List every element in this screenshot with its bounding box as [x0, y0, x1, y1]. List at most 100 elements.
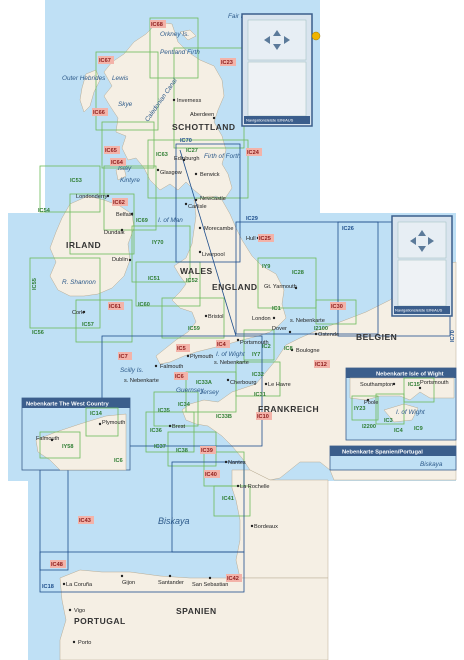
city-dot — [168, 574, 172, 578]
navigation-widget-top[interactable]: Navigationsleiste EIN/AUS — [241, 13, 313, 127]
code-iy9[interactable]: IY9 — [262, 264, 270, 270]
city-dot — [186, 354, 190, 358]
code-ic70-right[interactable]: IC70 — [450, 330, 456, 342]
code-i2100[interactable]: I2100 — [314, 326, 328, 332]
label-lewis: Lewis — [112, 75, 129, 82]
city-dot — [392, 382, 396, 386]
code-ic1[interactable]: IC1 — [272, 306, 281, 312]
nav-arrows-icon[interactable] — [264, 30, 290, 50]
code-ic66[interactable]: IC66 — [93, 110, 105, 116]
code-ic36[interactable]: IC36 — [150, 428, 162, 434]
city-edinburgh: Edinburgh — [174, 156, 200, 162]
code-ic37[interactable]: IC37 — [154, 444, 166, 450]
chart-box — [175, 143, 241, 263]
code-ic67[interactable]: IC67 — [99, 58, 111, 64]
code-ic2[interactable]: IC2 — [262, 344, 271, 350]
code-iy7[interactable]: IY7 — [252, 352, 260, 358]
city-dover: Dover — [272, 326, 287, 332]
code-ic5[interactable]: IC5 — [177, 346, 186, 352]
code-ic59[interactable]: IC59 — [188, 326, 200, 332]
inset-code-i2200[interactable]: I2200 — [362, 424, 376, 430]
inset-city-poole: Poole — [364, 400, 378, 406]
code-ic68[interactable]: IC68 — [151, 22, 163, 28]
nav-caption[interactable]: Navigationsleiste EIN/AUS — [246, 118, 294, 123]
code-ic52[interactable]: IC52 — [186, 278, 198, 284]
inset-isle-of-wight[interactable]: Nebenkarte Isle of Wight IC15 IY23 IC3 I… — [345, 367, 457, 441]
code-ic25[interactable]: IC25 — [259, 236, 271, 242]
code-ic31[interactable]: IC31 — [254, 392, 266, 398]
inset-header — [330, 446, 456, 456]
code-ic30[interactable]: IC30 — [331, 304, 343, 310]
code-ic4[interactable]: IC4 — [217, 342, 227, 348]
code-ic27[interactable]: IC27 — [186, 148, 198, 154]
inset-code-ic6[interactable]: IC6 — [114, 458, 123, 464]
inset-code-iy23[interactable]: IY23 — [354, 406, 366, 412]
code-ic55[interactable]: IC55 — [32, 278, 38, 290]
city-falmouth: Falmouth — [160, 364, 183, 370]
navigation-widget-mid[interactable]: Navigationsleiste EIN/AUS — [391, 215, 453, 317]
code-ic43[interactable]: IC43 — [79, 518, 91, 524]
code-red-bg — [246, 148, 262, 156]
label-isle-of-man: I. of Man — [158, 217, 183, 224]
nav-caption[interactable]: Navigationsleiste EIN/AUS — [395, 308, 443, 313]
code-ic23[interactable]: IC23 — [221, 60, 233, 66]
code-ic61[interactable]: IC61 — [109, 304, 121, 310]
code-ic65[interactable]: IC65 — [105, 148, 117, 154]
code-ic48[interactable]: IC48 — [51, 562, 63, 568]
code-ic34[interactable]: IC34 — [178, 402, 191, 408]
code-ic64[interactable]: IC64 — [111, 160, 124, 166]
city-dot — [68, 608, 72, 612]
label-isle-of-wight: I. of Wight — [216, 351, 245, 358]
code-ic51[interactable]: IC51 — [148, 276, 160, 282]
code-ic24[interactable]: IC24 — [247, 150, 260, 156]
code-red-bg — [112, 198, 128, 206]
city-dot — [50, 438, 54, 442]
inset-code-ic15[interactable]: IC15 — [408, 382, 420, 388]
code-ic6[interactable]: IC6 — [175, 374, 184, 380]
code-ic7[interactable]: IC7 — [119, 354, 128, 360]
code-ic38[interactable]: IC38 — [176, 448, 188, 454]
inset-spain-portugal[interactable]: Nebenkarte Spanien/Portugal Biskaya — [329, 445, 457, 471]
code-red-bg — [200, 446, 216, 454]
code-ic57[interactable]: IC57 — [82, 322, 94, 328]
code-ic26[interactable]: IC26 — [342, 226, 354, 232]
code-ic62[interactable]: IC62 — [113, 200, 125, 206]
code-ic42[interactable]: IC42 — [227, 576, 239, 582]
inset-code-ic3[interactable]: IC3 — [384, 418, 393, 424]
code-ic54[interactable]: IC54 — [38, 208, 51, 214]
code-ic41[interactable]: IC41 — [222, 496, 234, 502]
code-ic10[interactable]: IC10 — [257, 414, 269, 420]
code-ic35[interactable]: IC35 — [158, 408, 170, 414]
nav-arrows-icon[interactable] — [410, 230, 434, 252]
land-france-south — [231, 469, 329, 579]
code-ic12[interactable]: IC12 — [315, 362, 327, 368]
inset-code-ic14[interactable]: IC14 — [90, 411, 103, 417]
code-ic39[interactable]: IC39 — [201, 448, 213, 454]
inset-code-ic9[interactable]: IC9 — [414, 426, 423, 432]
city-dot — [294, 286, 298, 290]
code-ic33b[interactable]: IC33B — [216, 414, 232, 420]
code-ic32[interactable]: IC32 — [252, 372, 264, 378]
inset-west-country[interactable]: Nebenkarte The West Country IC14 IY58 IC… — [21, 397, 131, 471]
code-ic70[interactable]: IC70 — [180, 138, 192, 144]
code-ic69[interactable]: IC69 — [136, 218, 148, 224]
nav-toggle-icon[interactable] — [311, 31, 321, 41]
code-ic28[interactable]: IC28 — [292, 270, 304, 276]
cities: Inverness Aberdeen Edinburgh Berwick Gla… — [62, 98, 339, 646]
code-ic29[interactable]: IC29 — [246, 216, 258, 222]
code-ic63[interactable]: IC63 — [156, 152, 168, 158]
code-ic60[interactable]: IC60 — [138, 302, 150, 308]
inset-code-ic4[interactable]: IC4 — [394, 428, 404, 434]
code-ic53[interactable]: IC53 — [70, 178, 82, 184]
nav-caption-bar — [394, 306, 450, 314]
code-ic33a[interactable]: IC33A — [196, 380, 212, 386]
inset-code-iy58[interactable]: IY58 — [62, 444, 74, 450]
code-ic56[interactable]: IC56 — [32, 330, 44, 336]
code-ic8[interactable]: IC8 — [284, 346, 293, 352]
code-ic40[interactable]: IC40 — [205, 472, 217, 478]
code-iy70[interactable]: IY70 — [152, 240, 164, 246]
chart-box — [147, 139, 249, 199]
inset-header — [22, 398, 130, 408]
city-dot — [208, 576, 212, 580]
code-ic18[interactable]: IC18 — [42, 584, 54, 590]
